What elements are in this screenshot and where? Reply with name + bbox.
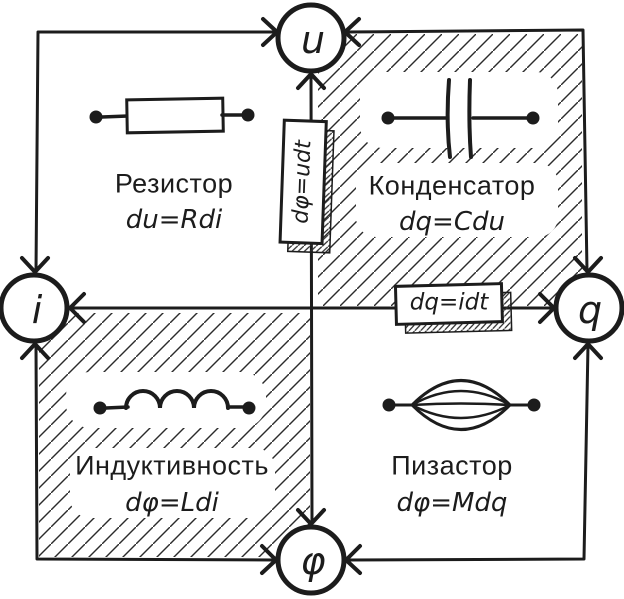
node-i-label: i (31, 288, 43, 332)
node-phi-circle (275, 524, 347, 596)
node-phi-label: φ (300, 539, 326, 583)
memristor-name: Пизастор (391, 450, 513, 481)
inductor-quadrant-hatch (39, 313, 310, 557)
node-q-circle (553, 272, 624, 344)
resistor-formula: du=Rdi (125, 205, 223, 235)
inductor-name: Индуктивность (75, 450, 269, 481)
horizontal-relation-label: dq=idt (409, 289, 489, 316)
node-q-label: q (577, 288, 603, 332)
arrow-into-q-bottom-icon (573, 342, 603, 360)
memristor-formula: dφ=Mdq (396, 488, 508, 518)
capacitor-symbol-icon (381, 78, 540, 159)
resistor-name: Резистор (114, 168, 234, 199)
inductor-symbol-icon (93, 389, 256, 415)
edge-u-i (34, 30, 279, 273)
resistor-symbol-icon (89, 96, 255, 135)
vertical-relation-box (278, 118, 335, 254)
edge-i-phi (34, 343, 277, 562)
inductor-formula: dφ=Ldi (125, 488, 219, 518)
horizontal-relation-box (393, 282, 513, 334)
node-i-circle (0, 272, 70, 344)
arrow-into-i-bottom-icon (20, 342, 50, 360)
node-u-circle (275, 2, 347, 74)
arrow-into-phi-top-icon (296, 508, 326, 526)
capacitor-formula: dq=Cdu (399, 207, 505, 237)
edge-q-phi (345, 343, 590, 562)
edge-u-q (343, 28, 589, 273)
arrow-into-u-bottom-icon (296, 72, 326, 90)
node-u-label: u (300, 18, 326, 62)
arrow-into-q-top-icon (573, 256, 603, 274)
memristor-symbol-icon (382, 379, 541, 431)
vertical-relation-label: dφ=udt (288, 139, 317, 225)
arrow-into-i-right-icon (68, 292, 86, 324)
capacitor-name: Конденсатор (368, 170, 536, 201)
arrow-into-i-top-icon (20, 256, 50, 274)
